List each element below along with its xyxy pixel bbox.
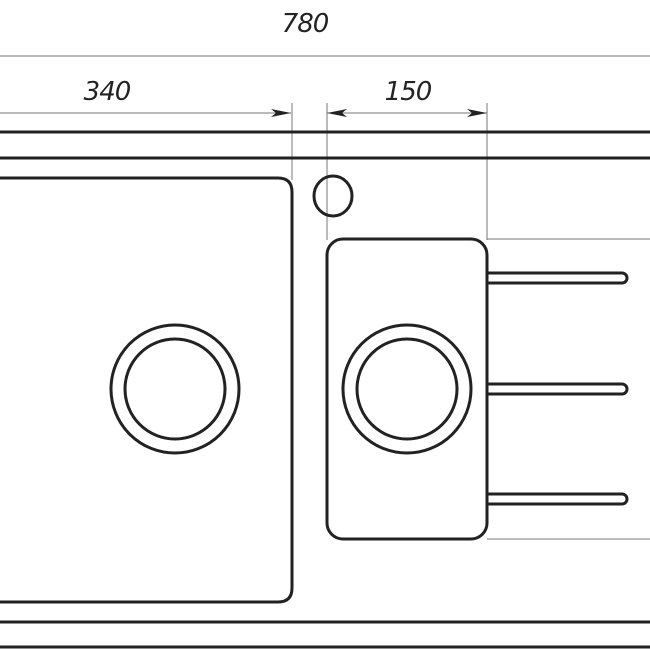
drainer-groove	[488, 271, 629, 285]
main-drain-outer-icon	[109, 323, 241, 455]
drainer-groove	[488, 492, 629, 506]
main-drain-inner-icon	[123, 337, 227, 441]
main-bowl	[0, 176, 294, 604]
drainer-groove	[488, 382, 629, 396]
tap-hole	[312, 174, 354, 218]
small-drain-outer-icon	[341, 323, 473, 455]
small-bowl	[325, 237, 489, 541]
small-drain-inner-icon	[355, 337, 459, 441]
dimension-bowl-width: 340	[84, 77, 131, 107]
dimension-overall-width: 780	[282, 9, 329, 39]
dimension-small-bowl-width: 150	[385, 77, 432, 107]
